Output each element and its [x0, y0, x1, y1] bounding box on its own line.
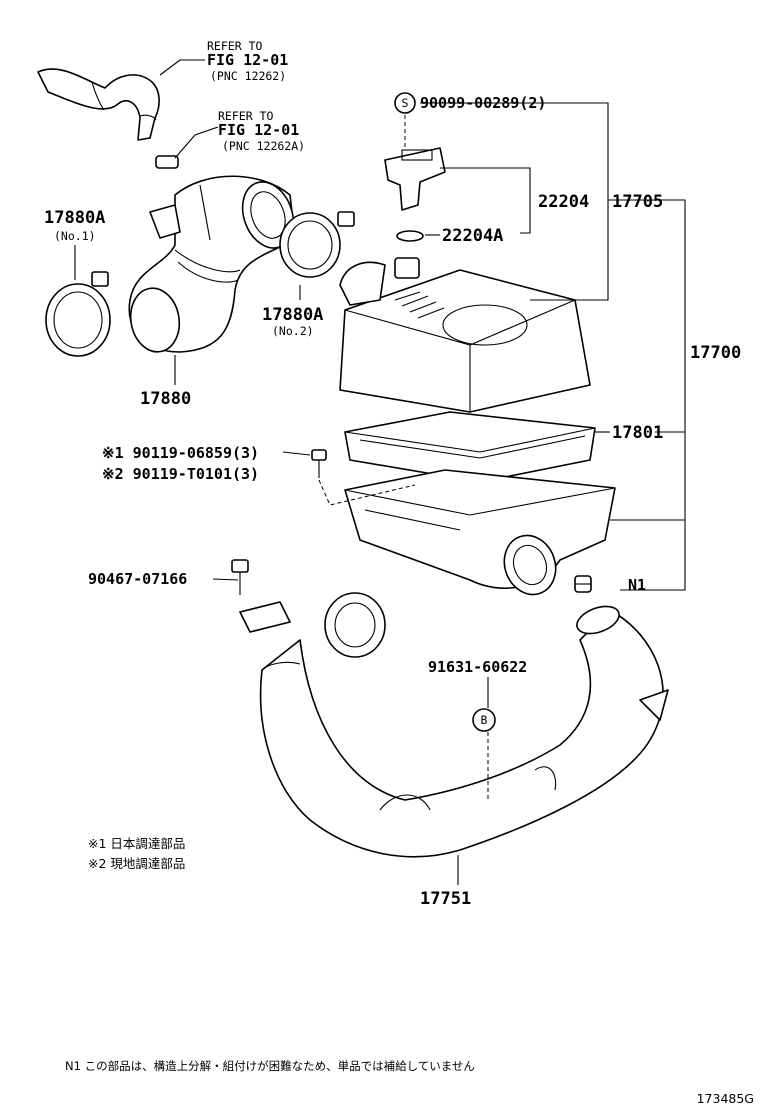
part-90119-2: ※2 90119-T0101(3)	[102, 465, 259, 483]
symbol-s: S	[402, 96, 409, 110]
bolt-90119-drawing	[311, 449, 327, 478]
ref-a-line3: (PNC 12262)	[210, 69, 286, 83]
part-17700: 17700	[690, 343, 741, 363]
leader-lines	[74, 59, 686, 885]
part-91631: 91631-60622	[428, 658, 527, 676]
intake-elbow-hose-drawing	[128, 175, 296, 353]
ref-b-line3: (PNC 12262A)	[222, 139, 305, 153]
part-17880a-no2-sub: (No.2)	[272, 324, 314, 338]
part-90119-1: ※1 90119-06859(3)	[102, 444, 259, 462]
part-17880a-no1-sub: (No.1)	[54, 229, 96, 243]
air-flow-sensor-drawing	[384, 147, 446, 242]
ref-b-line2: FIG 12-01	[218, 121, 299, 139]
part-17751: 17751	[420, 889, 471, 909]
clamp-no2-drawing	[279, 211, 355, 278]
diagram-code: 173485G	[697, 1091, 754, 1106]
ref-b-line1: REFER TO	[218, 109, 273, 123]
note-2: ※2 現地調達部品	[88, 856, 185, 871]
bolt-90467-drawing	[231, 559, 249, 595]
ref-a-line1: REFER TO	[207, 39, 262, 53]
air-cleaner-cap-drawing	[339, 257, 591, 413]
note-1: ※1 日本調達部品	[88, 836, 185, 851]
part-17801: 17801	[612, 423, 663, 443]
n1-part-drawing	[574, 575, 592, 593]
part-17880: 17880	[140, 389, 191, 409]
filter-element-drawing	[344, 411, 596, 483]
part-90467: 90467-07166	[88, 570, 187, 588]
part-90099: 90099-00289(2)	[420, 94, 546, 112]
part-22204a: 22204A	[442, 226, 503, 246]
ref-a-line2: FIG 12-01	[207, 51, 288, 69]
lower-intake-duct-drawing	[239, 592, 669, 858]
clamp-no1-drawing	[45, 271, 111, 357]
air-cleaner-case-drawing	[344, 469, 616, 596]
footer-note: N1 この部品は、構造上分解・組付けが困難なため、単品では補給していません	[65, 1059, 475, 1073]
part-17880a-no1: 17880A	[44, 208, 105, 228]
label-n1: N1	[628, 576, 646, 594]
part-22204: 22204	[538, 192, 589, 212]
symbol-b: B	[481, 713, 488, 727]
upper-hose-drawing	[37, 68, 179, 169]
part-17880a-no2: 17880A	[262, 305, 323, 325]
part-17705: 17705	[612, 192, 663, 212]
